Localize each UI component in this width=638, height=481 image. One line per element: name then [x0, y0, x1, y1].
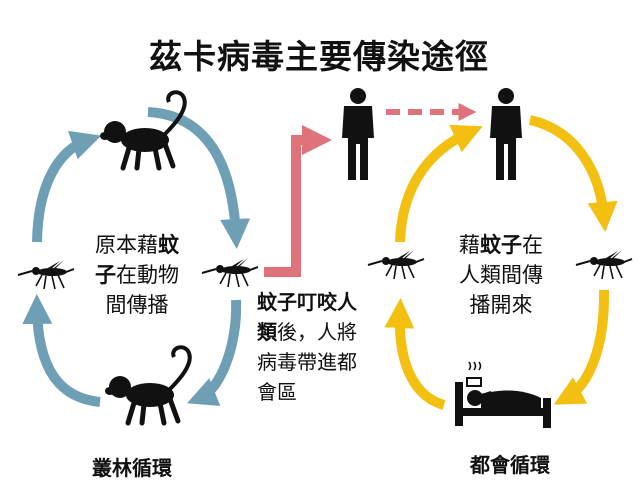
person-icon — [342, 88, 374, 180]
jungle-center-line-1: 原本藉蚊 — [72, 230, 202, 260]
bite-line2-b: 後，人將 — [277, 320, 357, 344]
jungle-center-text: 原本藉蚊 子在動物 間傳播 — [72, 230, 202, 320]
bite-text: 蚊子叮咬人 類後，人將 病毒帶進都 會區 — [257, 287, 357, 407]
bite-line-2: 類後，人將 — [257, 317, 357, 347]
mosquito-icon — [367, 249, 425, 280]
urban-arrow-bottom-right — [553, 289, 610, 405]
urban-arrow-top-left — [395, 124, 483, 243]
urban-center-line-2: 人類間傳 — [459, 263, 543, 287]
mosquito-icon — [17, 259, 75, 290]
jungle-cycle-label: 叢林循環 — [92, 456, 172, 480]
jungle-line2-a: 子 — [95, 263, 116, 287]
person-icon — [490, 88, 522, 180]
bite-line-3: 病毒帶進都 — [257, 350, 357, 374]
jungle-arrow-bottom-left — [22, 294, 101, 407]
jungle-line2-b: 在動物 — [116, 263, 179, 287]
urban-line1-b: 蚊子 — [480, 233, 522, 257]
jungle-center-line-2: 子在動物 — [72, 260, 202, 290]
jungle-arrow-top-left — [32, 130, 102, 243]
urban-center-text: 藉蚊子在 人類間傳 播開來 — [436, 230, 566, 320]
sick-person-in-bed-icon — [455, 361, 551, 428]
bite-line-4: 會區 — [257, 380, 297, 404]
jungle-line1-a: 原本藉 — [95, 233, 158, 257]
mosquito-icon — [201, 257, 259, 288]
jungle-line1-b: 蚊 — [158, 233, 179, 257]
jungle-arrow-top-right — [147, 107, 251, 249]
bite-line-1: 蚊子叮咬人 — [257, 290, 357, 314]
urban-line1-c: 在 — [522, 233, 543, 257]
urban-line1-a: 藉 — [459, 233, 480, 257]
urban-center-line-1: 藉蚊子在 — [436, 230, 566, 260]
mosquito-icon — [575, 249, 633, 280]
urban-arrow-bottom-left — [384, 298, 446, 410]
urban-cycle-label: 都會循環 — [470, 453, 550, 477]
bite-arrow — [264, 125, 332, 277]
monkey-icon — [105, 347, 190, 423]
urban-arrow-top-right — [528, 115, 618, 232]
jungle-arrow-bottom-right — [187, 299, 242, 406]
page-title: 茲卡病毒主要傳染途徑 — [149, 37, 489, 76]
monkey-icon — [100, 92, 185, 168]
bite-line2-a: 類 — [257, 320, 277, 344]
jungle-center-line-3: 間傳播 — [105, 293, 169, 317]
urban-center-line-3: 播開來 — [469, 293, 533, 317]
